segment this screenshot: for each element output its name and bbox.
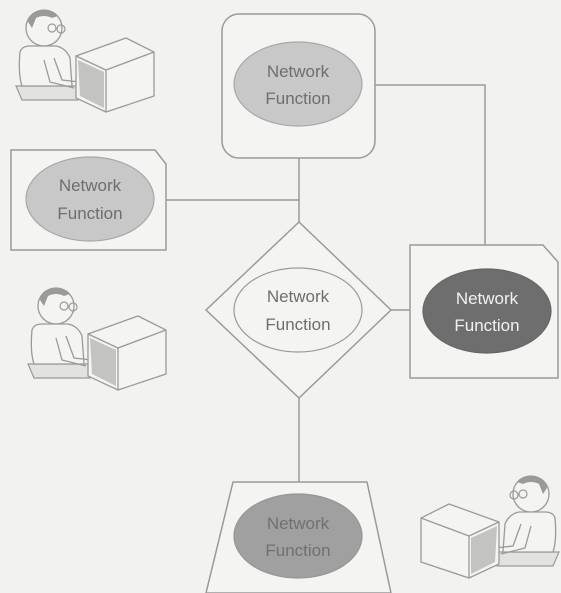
node-left[interactable]: Network Function: [10, 149, 167, 251]
node-right-ellipse: [422, 268, 552, 354]
node-right-label-1: Network: [456, 289, 519, 308]
node-center-ellipse: [233, 267, 363, 353]
node-top-ellipse: [233, 41, 363, 127]
connector-top-right: [375, 84, 486, 245]
node-center-label-2: Function: [265, 315, 330, 334]
node-bottom-label-2: Function: [265, 541, 330, 560]
connectors: [166, 84, 486, 482]
user-at-computer-icon: [420, 475, 560, 579]
user-at-computer-icon: [27, 287, 167, 391]
node-bottom[interactable]: Network Function: [205, 481, 392, 593]
node-top-label-1: Network: [267, 62, 330, 81]
user-at-computer-icon: [15, 9, 155, 113]
node-center-label-1: Network: [267, 287, 330, 306]
node-bottom-ellipse: [233, 493, 363, 579]
node-left-label-2: Function: [57, 204, 122, 223]
node-center[interactable]: Network Function: [204, 220, 393, 400]
node-left-label-1: Network: [59, 176, 122, 195]
node-right-label-2: Function: [454, 316, 519, 335]
node-left-ellipse: [25, 156, 155, 242]
node-right[interactable]: Network Function: [409, 244, 559, 379]
node-top[interactable]: Network Function: [221, 13, 376, 159]
node-top-label-2: Function: [265, 89, 330, 108]
node-bottom-label-1: Network: [267, 514, 330, 533]
